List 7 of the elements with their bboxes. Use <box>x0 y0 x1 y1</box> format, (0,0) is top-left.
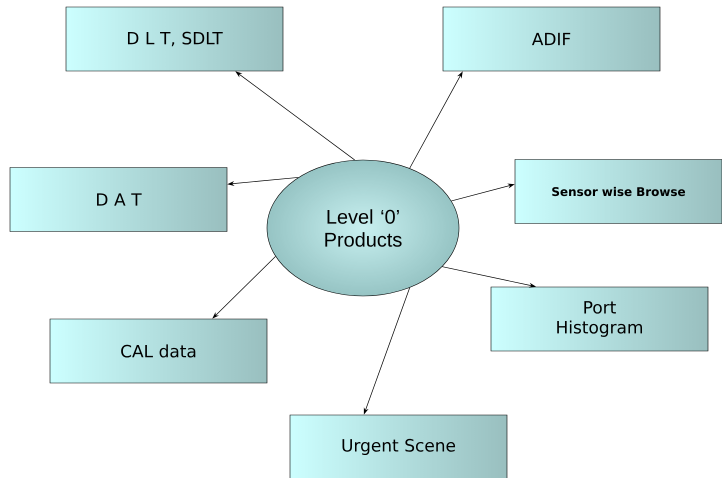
product-box: D A T <box>10 167 228 232</box>
product-box: D L T, SDLT <box>66 6 284 72</box>
product-box: Urgent Scene <box>290 414 508 478</box>
product-box: ADIF <box>442 6 660 72</box>
product-box: Port Histogram <box>490 286 708 352</box>
product-box: CAL data <box>50 318 268 384</box>
product-box: Sensor wise Browse <box>514 159 722 224</box>
